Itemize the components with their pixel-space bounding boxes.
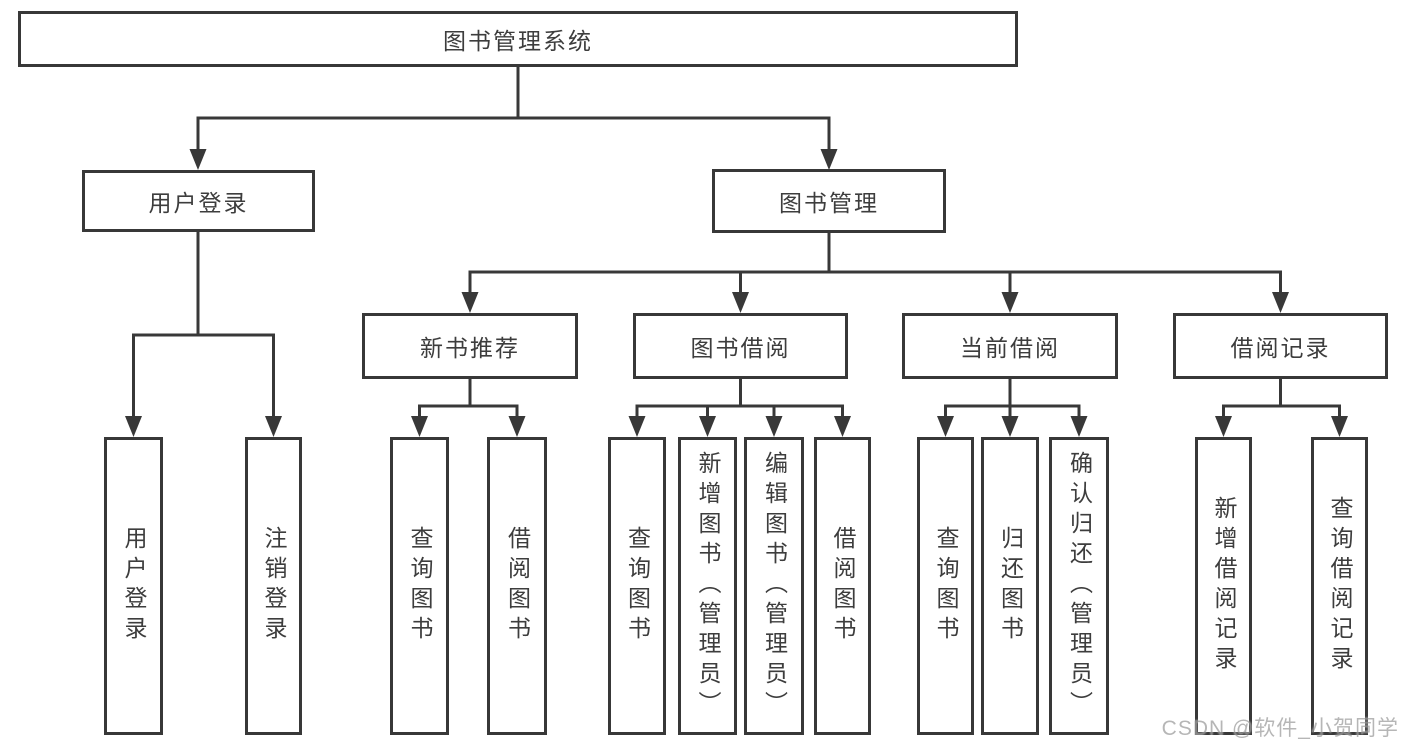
watermark: CSDN @软件_小贺同学: [1161, 717, 1399, 740]
node-label: 图书管理: [779, 190, 879, 216]
node-label: 新增图书（管理员）: [695, 451, 721, 721]
node-leaf-query-books-2: 查询图书: [608, 437, 666, 735]
node-label: 归还图书: [997, 526, 1024, 646]
node-label: 图书借阅: [690, 335, 791, 361]
node-book-management: 图书管理: [712, 169, 946, 233]
node-current-borrowing: 当前借阅: [902, 313, 1118, 379]
node-label: 借阅记录: [1230, 335, 1331, 361]
node-label: 注销登录: [261, 526, 287, 646]
node-leaf-borrow-books-1: 借阅图书: [487, 437, 547, 735]
node-leaf-query-borrow-record: 查询借阅记录: [1311, 437, 1368, 735]
node-label: 查询图书: [933, 526, 959, 646]
node-label: 用户登录: [121, 526, 147, 646]
node-label: 查询图书: [624, 526, 651, 646]
node-leaf-borrow-books-2: 借阅图书: [814, 437, 871, 735]
node-book-borrowing: 图书借阅: [633, 313, 848, 379]
node-label: 图书管理系统: [443, 28, 593, 54]
node-leaf-query-books-1: 查询图书: [390, 437, 449, 735]
node-label: 查询图书: [407, 526, 433, 646]
node-label: 确认归还（管理员）: [1066, 451, 1093, 721]
node-label: 编辑图书（管理员）: [761, 451, 788, 721]
node-leaf-return-books: 归还图书: [981, 437, 1039, 735]
node-label: 当前借阅: [960, 335, 1060, 361]
node-library-management-system: 图书管理系统: [18, 11, 1018, 67]
node-leaf-user-login: 用户登录: [104, 437, 163, 735]
node-leaf-confirm-return-admin: 确认归还（管理员）: [1049, 437, 1109, 735]
node-leaf-add-books-admin: 新增图书（管理员）: [678, 437, 737, 735]
node-label: 新书推荐: [420, 335, 520, 361]
node-leaf-edit-books-admin: 编辑图书（管理员）: [744, 437, 804, 735]
node-label: 借阅图书: [830, 526, 856, 646]
node-label: 查询借阅记录: [1327, 496, 1353, 676]
node-leaf-query-books-3: 查询图书: [917, 437, 974, 735]
node-label: 新增借阅记录: [1211, 496, 1237, 676]
node-user-login: 用户登录: [82, 170, 315, 232]
node-new-book-recommend: 新书推荐: [362, 313, 578, 379]
node-borrowing-records: 借阅记录: [1173, 313, 1388, 379]
node-label: 用户登录: [148, 190, 249, 216]
node-leaf-logout: 注销登录: [245, 437, 302, 735]
node-leaf-add-borrow-record: 新增借阅记录: [1195, 437, 1252, 735]
node-label: 借阅图书: [504, 526, 531, 646]
